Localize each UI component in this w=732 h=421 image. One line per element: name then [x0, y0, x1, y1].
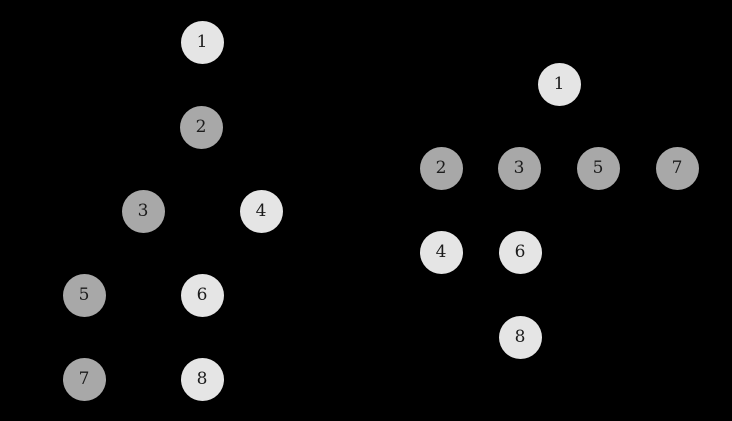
node-label: 4 — [255, 200, 267, 221]
right-graph-node-4: 4 — [419, 230, 463, 274]
right-graph-node-2: 2 — [419, 146, 463, 190]
node-label: 1 — [553, 73, 565, 94]
node-label: 7 — [671, 157, 683, 178]
left-graph-node-8: 8 — [180, 357, 224, 401]
node-label: 8 — [196, 368, 208, 389]
node-label: 6 — [196, 284, 208, 305]
left-graph-node-3: 3 — [121, 189, 165, 233]
right-graph-node-6: 6 — [498, 230, 542, 274]
node-label: 3 — [513, 157, 525, 178]
node-label: 5 — [592, 157, 604, 178]
node-label: 4 — [435, 241, 447, 262]
right-graph-node-3: 3 — [497, 146, 541, 190]
left-graph-node-1: 1 — [180, 20, 224, 64]
right-graph-node-1: 1 — [537, 62, 581, 106]
left-graph-node-2: 2 — [179, 105, 223, 149]
left-graph-node-7: 7 — [62, 357, 106, 401]
node-label: 1 — [196, 31, 208, 52]
left-graph-node-6: 6 — [180, 273, 224, 317]
node-label: 6 — [514, 241, 526, 262]
right-graph-node-5: 5 — [576, 146, 620, 190]
node-label: 2 — [195, 116, 207, 137]
node-label: 2 — [435, 157, 447, 178]
left-graph-node-5: 5 — [62, 273, 106, 317]
left-graph-node-4: 4 — [239, 189, 283, 233]
node-label: 3 — [137, 200, 149, 221]
right-graph-node-8: 8 — [498, 315, 542, 359]
node-label: 7 — [78, 368, 90, 389]
right-graph-node-7: 7 — [655, 146, 699, 190]
node-label: 8 — [514, 326, 526, 347]
node-label: 5 — [78, 284, 90, 305]
